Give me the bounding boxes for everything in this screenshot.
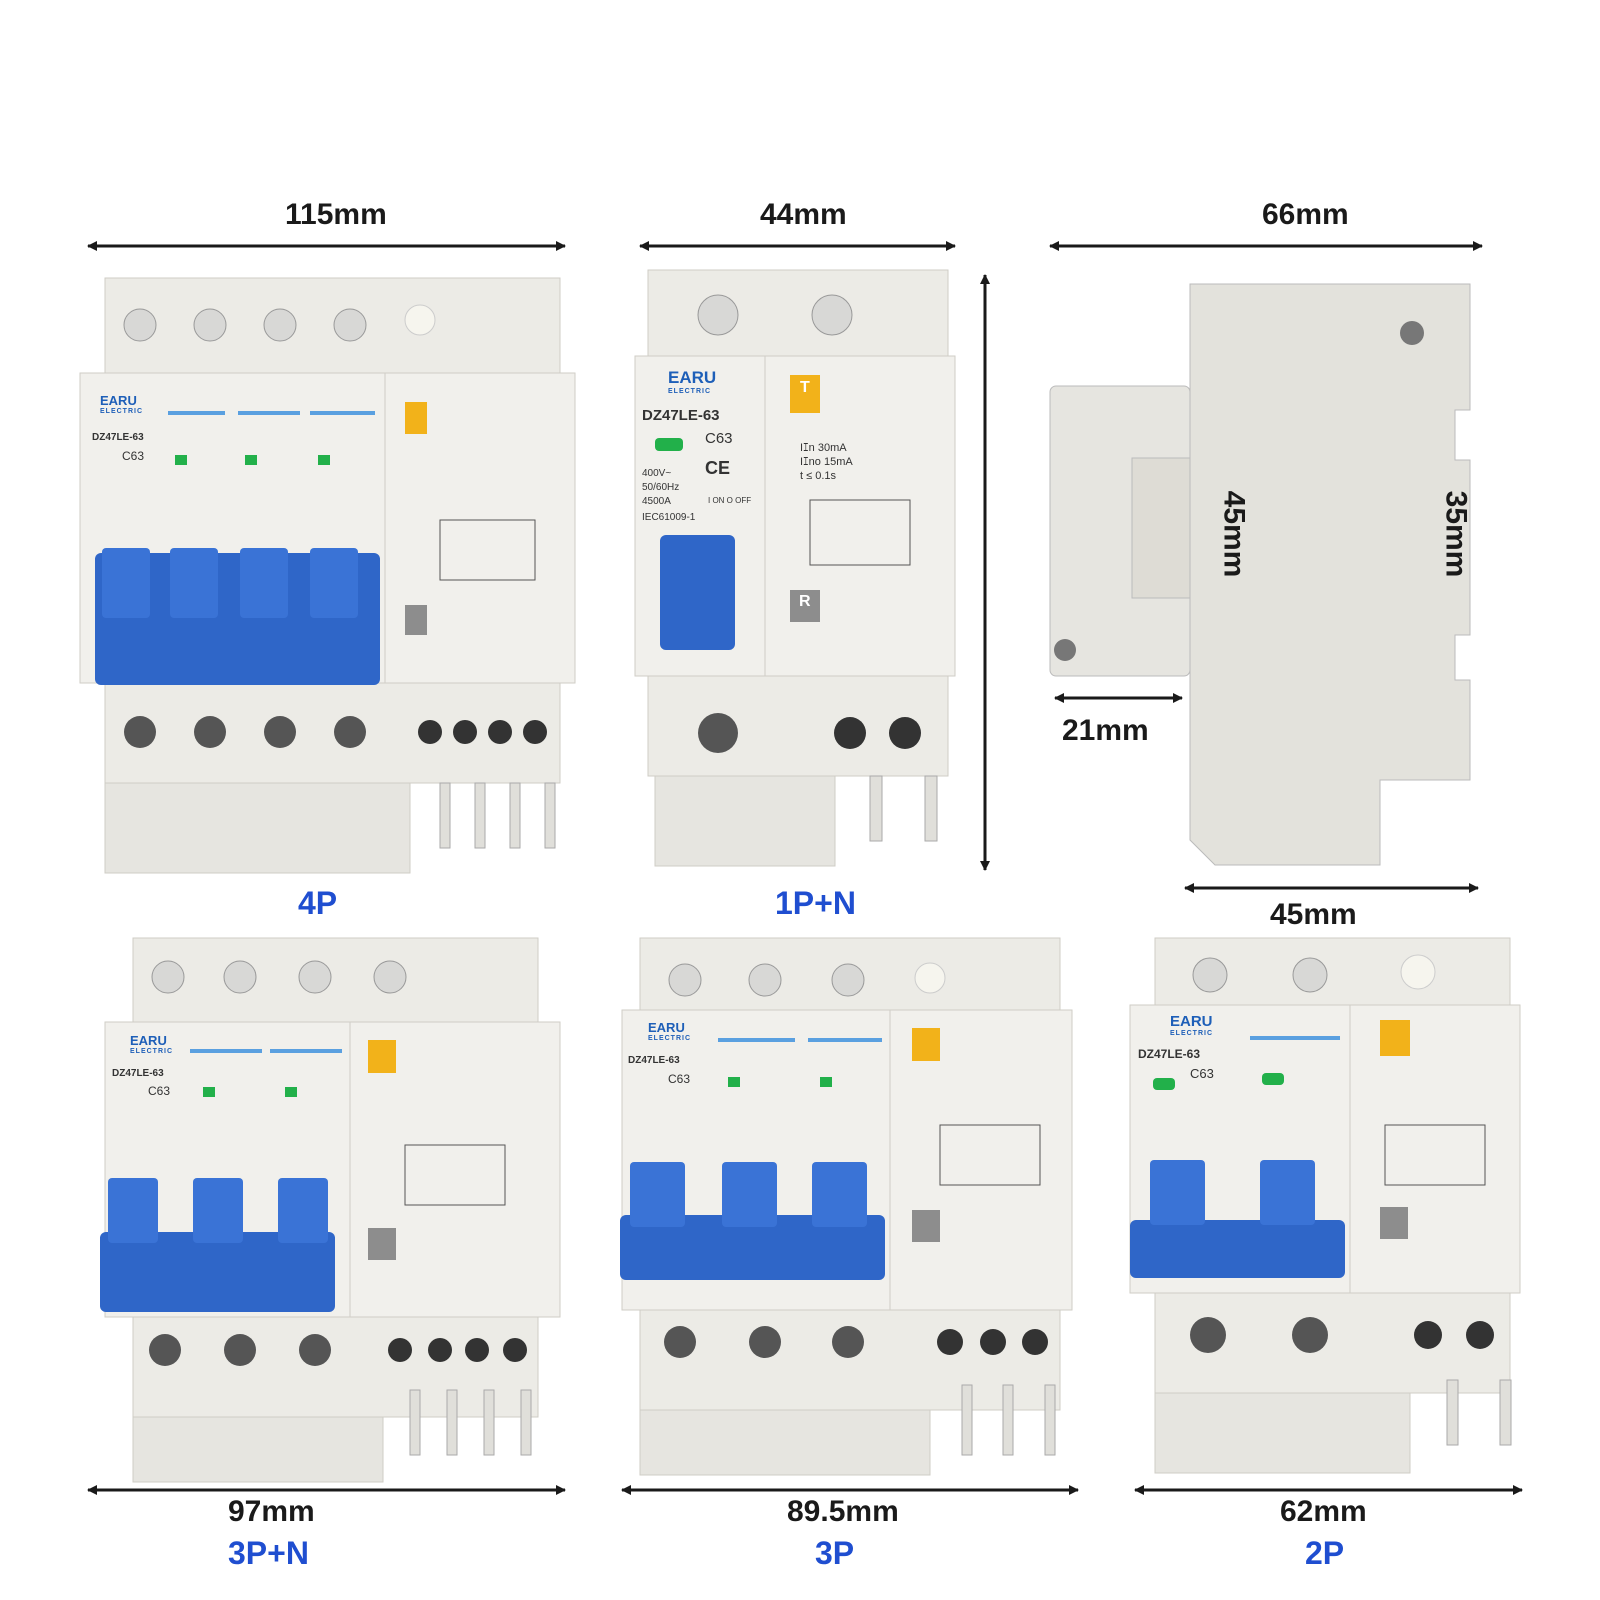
frequency-label-1pn: 50/60Hz bbox=[642, 482, 680, 493]
config-label-1pn: 1P+N bbox=[775, 885, 856, 921]
breaking-label-1pn: 4500A bbox=[642, 496, 671, 507]
breaker-3pn bbox=[100, 937, 561, 1483]
breaker-4p bbox=[79, 277, 576, 874]
dim-side-height-45: 45mm bbox=[1217, 490, 1251, 578]
on-off-label-1pn: I ON O OFF bbox=[708, 496, 752, 505]
reset-button-1pn[interactable]: R bbox=[799, 593, 811, 610]
model-label-3p: DZ47LE-63 bbox=[628, 1055, 680, 1066]
spec-ian-1pn: Iꕯn 30mA bbox=[800, 442, 847, 454]
dim-4p-width: 115mm bbox=[285, 198, 387, 231]
ce-mark-1pn: CE bbox=[705, 458, 731, 478]
breaker-2p bbox=[1129, 937, 1521, 1474]
dim-1pn-width: 44mm bbox=[760, 198, 847, 231]
rating-label-4p: C63 bbox=[122, 449, 145, 463]
config-label-4p: 4P bbox=[298, 885, 338, 921]
dim-side-height-35: 35mm bbox=[1439, 490, 1473, 578]
dim-3p-width: 89.5mm bbox=[787, 1495, 899, 1528]
dim-2p-width: 62mm bbox=[1280, 1495, 1367, 1528]
dim-side-depth: 66mm bbox=[1262, 198, 1349, 231]
breaker-side-view bbox=[1049, 283, 1471, 866]
rating-label-3pn: C63 bbox=[148, 1084, 171, 1098]
model-label-4p: DZ47LE-63 bbox=[92, 432, 144, 443]
breaker-1pn bbox=[634, 269, 956, 867]
model-label-3pn: DZ47LE-63 bbox=[112, 1068, 164, 1079]
breaker-3p bbox=[620, 937, 1073, 1476]
model-label-1pn: DZ47LE-63 bbox=[642, 407, 720, 424]
config-label-3pn: 3P+N bbox=[228, 1535, 309, 1571]
dim-3pn-width: 97mm bbox=[228, 1495, 315, 1528]
model-label-2p: DZ47LE-63 bbox=[1138, 1047, 1201, 1061]
rating-label-2p: C63 bbox=[1190, 1066, 1214, 1081]
dim-side-offset: 21mm bbox=[1062, 714, 1149, 747]
config-label-2p: 2P bbox=[1305, 1535, 1345, 1571]
rating-label-3p: C63 bbox=[668, 1072, 691, 1086]
config-label-3p: 3P bbox=[815, 1535, 855, 1571]
spec-iano-1pn: Iꕯno 15mA bbox=[800, 456, 853, 468]
test-button-1pn[interactable]: T bbox=[800, 379, 810, 396]
standard-label-1pn: IEC61009-1 bbox=[642, 512, 696, 523]
rating-label-1pn: C63 bbox=[705, 430, 733, 447]
spec-time-1pn: t ≤ 0.1s bbox=[800, 470, 836, 482]
voltage-label-1pn: 400V~ bbox=[642, 468, 672, 479]
dim-side-rail: 45mm bbox=[1270, 898, 1357, 931]
